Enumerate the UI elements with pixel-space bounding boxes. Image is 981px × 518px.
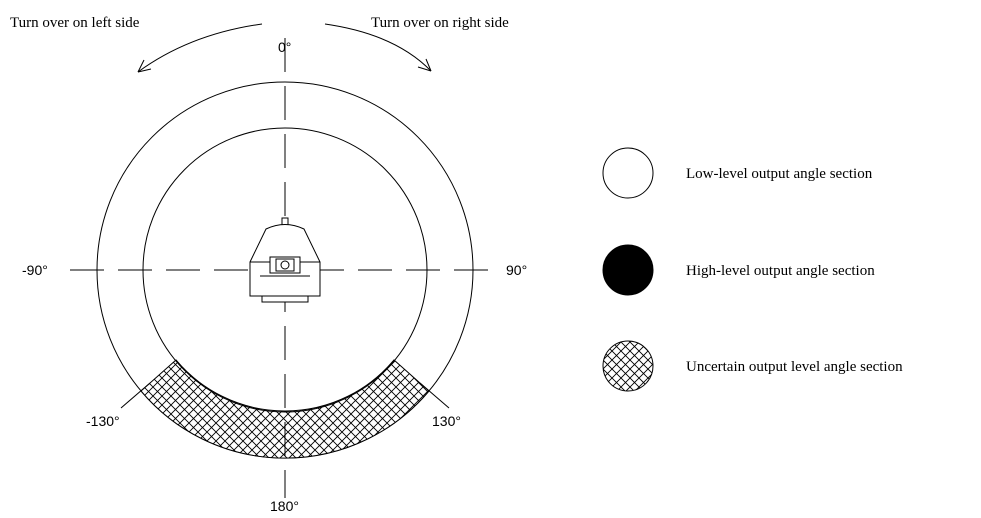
angle-label-lower-right: 130° <box>432 413 461 429</box>
boundary-line-right <box>419 382 450 409</box>
device-illustration <box>249 217 321 303</box>
turn-right-arrow <box>324 23 432 72</box>
angle-label-lower-left: -130° <box>86 413 120 429</box>
boundary-line-left <box>120 382 151 409</box>
angle-label-bottom: 180° <box>270 498 299 514</box>
legend-high-label: High-level output angle section <box>686 263 875 279</box>
angle-label-left: -90° <box>22 262 48 278</box>
legend-uncertain-swatch <box>602 340 654 392</box>
legend-high-swatch <box>602 244 654 296</box>
legend-low-swatch <box>602 147 654 199</box>
legend-low-label: Low-level output angle section <box>686 166 873 182</box>
turn-left-arrow <box>137 23 263 73</box>
turn-right-label: Turn over on right side <box>371 15 509 31</box>
angle-label-right: 90° <box>506 262 527 278</box>
legend-uncertain-label: Uncertain output level angle section <box>686 359 903 375</box>
turn-left-label: Turn over on left side <box>10 15 140 31</box>
angle-label-top: 0° <box>278 39 291 55</box>
